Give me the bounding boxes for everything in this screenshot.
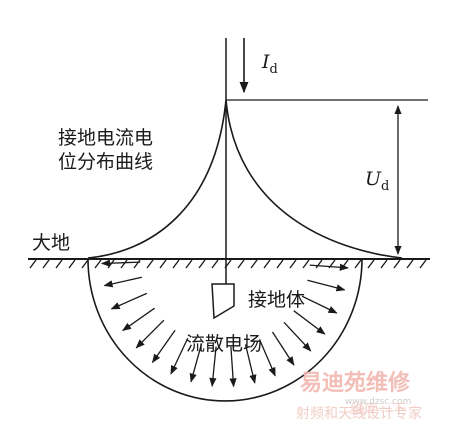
grounding-electrode xyxy=(211,283,235,320)
watermark-sub-brand: 维库一下 xyxy=(350,402,406,418)
radial-arrow-icon xyxy=(170,337,189,375)
hatch-tick xyxy=(367,259,375,269)
hatch-tick xyxy=(81,259,89,269)
hatch-tick xyxy=(94,259,102,269)
electrode-label: 接地体 xyxy=(248,289,305,311)
radial-arrow-icon xyxy=(283,321,312,352)
radial-arrow-icon xyxy=(189,343,203,383)
hatch-tick xyxy=(146,259,154,269)
ground-label: 大地 xyxy=(32,232,70,254)
voltage-label: Ud xyxy=(365,168,389,194)
radial-arrow-icon xyxy=(309,263,349,271)
hatch-tick xyxy=(159,259,167,269)
hatch-tick xyxy=(393,259,401,269)
radial-arrow-icon xyxy=(110,292,148,310)
radial-arrow-icon xyxy=(229,346,237,388)
curve-caption-line2: 位分布曲线 xyxy=(58,151,153,173)
hatch-tick xyxy=(107,259,115,269)
hatch-tick xyxy=(380,259,388,269)
radial-arrow-icon xyxy=(271,331,295,366)
watermark: 易迪苑维修 www.dzsc.com 维库一下 射频和天线设计专家 xyxy=(296,370,422,422)
hatch-tick xyxy=(198,259,206,269)
radial-arrow-icon xyxy=(301,295,338,314)
hatch-tick xyxy=(172,259,180,269)
hatch-tick xyxy=(55,259,63,269)
ground-hatching xyxy=(29,259,427,269)
hatch-tick xyxy=(224,259,232,269)
hatch-tick xyxy=(406,259,414,269)
current-subscript: d xyxy=(270,62,278,77)
current-label: Id xyxy=(261,51,278,77)
hatch-tick xyxy=(354,259,362,269)
dispersion-hemisphere xyxy=(87,258,363,402)
radial-arrow-icon xyxy=(293,310,326,335)
hatch-tick xyxy=(315,259,323,269)
field-arrows xyxy=(100,259,349,388)
hatch-tick xyxy=(341,259,349,269)
voltage-symbol: U xyxy=(365,168,382,190)
hatch-tick xyxy=(419,259,427,269)
hatch-tick xyxy=(120,259,128,269)
hatch-tick xyxy=(211,259,219,269)
hatch-tick xyxy=(29,259,37,269)
radial-arrow-icon xyxy=(103,276,143,288)
hatch-tick xyxy=(42,259,50,269)
radial-arrow-icon xyxy=(135,319,165,349)
hatch-tick xyxy=(276,259,284,269)
hatch-tick xyxy=(185,259,193,269)
radial-arrow-icon xyxy=(307,279,346,292)
voltage-subscript: d xyxy=(381,179,389,194)
watermark-url: www.dzsc.com xyxy=(345,397,411,407)
hatch-tick xyxy=(68,259,76,269)
dispersion-field-label: 流散电场 xyxy=(186,333,262,355)
potential-distribution-curve xyxy=(87,99,403,259)
radial-arrow-icon xyxy=(151,329,176,364)
curve-caption-line1: 接地电流电 xyxy=(58,127,153,149)
current-symbol: I xyxy=(261,51,270,73)
hatch-tick xyxy=(250,259,258,269)
radial-arrow-icon xyxy=(122,307,155,332)
radial-arrow-icon xyxy=(258,339,276,377)
radial-arrow-icon xyxy=(209,346,217,388)
hatch-tick xyxy=(263,259,271,269)
hatch-tick xyxy=(237,259,245,269)
watermark-brand: 易迪苑维修 xyxy=(300,370,411,396)
hatch-tick xyxy=(302,259,310,269)
radial-arrow-icon xyxy=(244,344,257,384)
radial-arrow-icon xyxy=(100,259,141,267)
hatch-tick xyxy=(133,259,141,269)
hatch-tick xyxy=(289,259,297,269)
watermark-tagline: 射频和天线设计专家 xyxy=(296,405,422,422)
